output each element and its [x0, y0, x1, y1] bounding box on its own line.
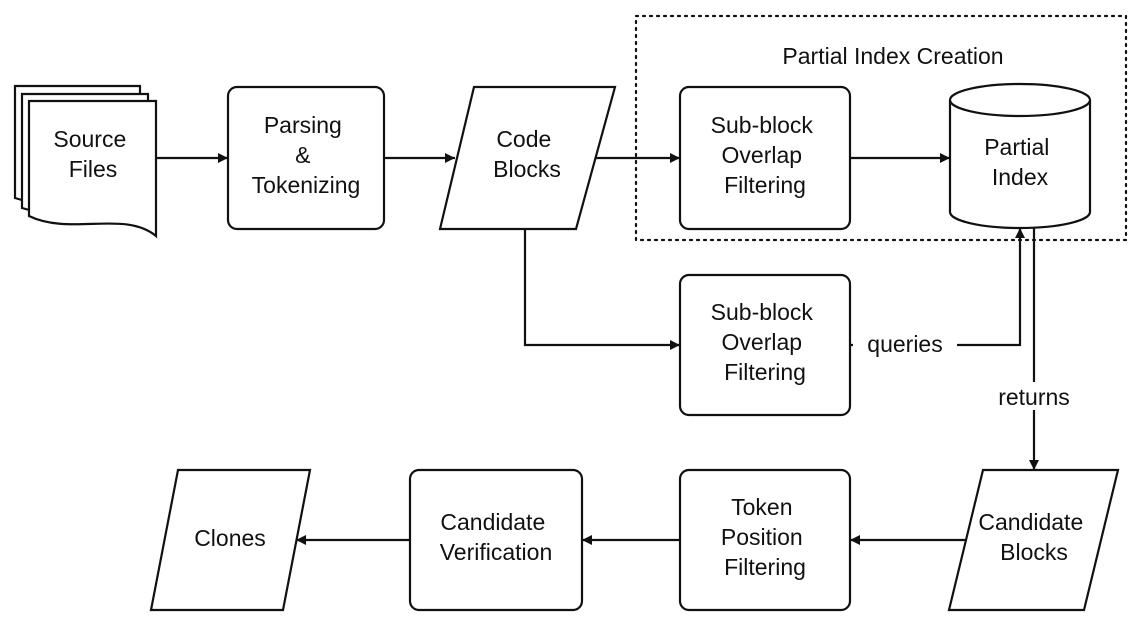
- node-source-files: Source Files: [13, 84, 158, 239]
- node-candidate-blocks: Candidate Blocks: [947, 468, 1120, 612]
- node-subblock-overlap-filtering-index: Sub-block Overlap Filtering: [678, 85, 852, 231]
- edge-code-blocks-to-subblock-query: [523, 229, 680, 350]
- node-label: Source Files: [53, 126, 132, 182]
- node-code-blocks: Code Blocks: [438, 85, 617, 231]
- partial-index-creation-boundary: [634, 14, 1128, 242]
- node-clones: Clones: [149, 468, 312, 612]
- node-label: Sub-block Overlap Filtering: [711, 112, 820, 198]
- edge-label-returns: returns: [998, 384, 1070, 410]
- node-label: Partial Index: [984, 134, 1056, 190]
- node-label: Clones: [194, 525, 266, 551]
- node-subblock-overlap-filtering-query: Sub-block Overlap Filtering: [678, 273, 852, 417]
- node-parsing-tokenizing: Parsing & Tokenizing: [226, 85, 386, 231]
- group-title: Partial Index Creation: [782, 43, 1003, 69]
- node-label: Code Blocks: [493, 126, 561, 182]
- node-label: Token Position Filtering: [721, 494, 809, 580]
- node-label: Candidate Verification: [440, 509, 553, 565]
- edges: queries returns: [156, 153, 1076, 545]
- node-partial-index: Partial Index: [948, 82, 1092, 230]
- returns-label-bg: [992, 382, 1076, 410]
- node-label: Parsing & Tokenizing: [252, 112, 361, 198]
- queries-label-bg: [853, 330, 957, 358]
- edge-label-queries: queries: [867, 331, 942, 357]
- node-candidate-verification: Candidate Verification: [408, 468, 584, 612]
- edge-queries: [850, 228, 1025, 347]
- node-token-position-filtering: Token Position Filtering: [678, 468, 852, 612]
- node-label: Sub-block Overlap Filtering: [711, 299, 820, 385]
- partial-index-creation-group: Partial Index Creation: [634, 14, 1128, 242]
- node-label: Candidate Blocks: [978, 509, 1089, 565]
